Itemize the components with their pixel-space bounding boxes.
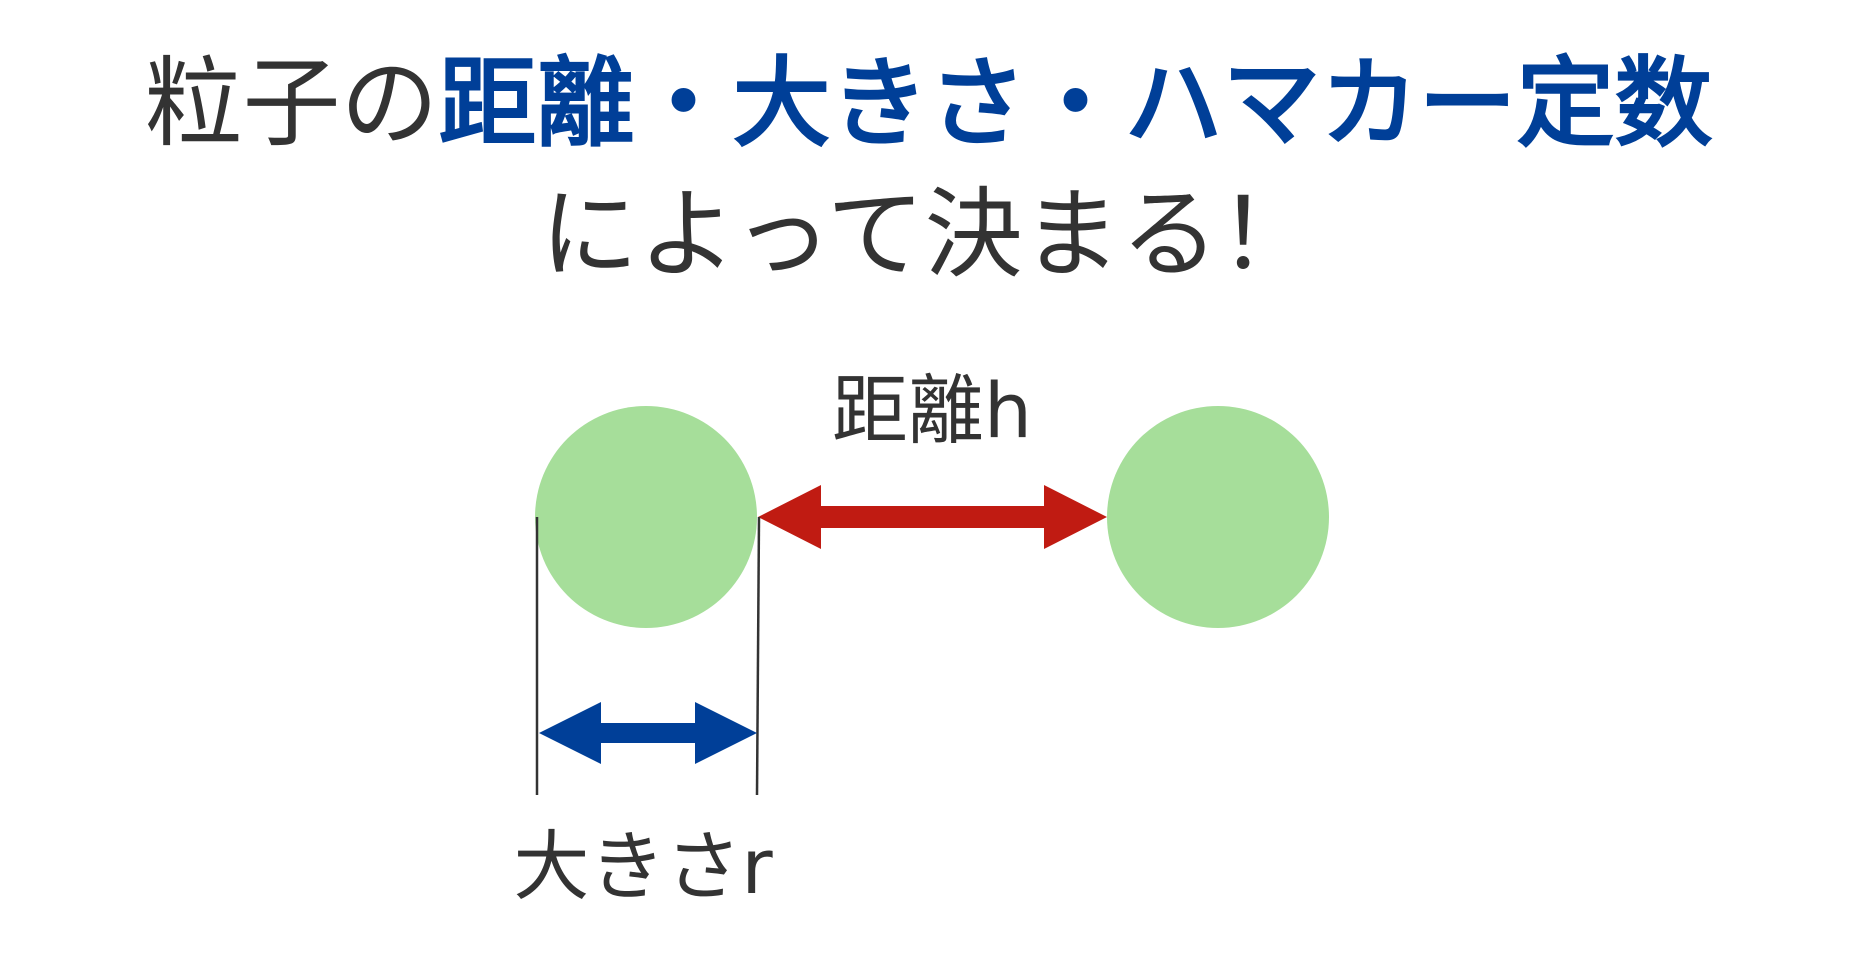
- title-line-1: 粒子の距離・大きさ・ハマカー定数: [0, 55, 1857, 153]
- distance-label: 距離h: [831, 366, 1033, 455]
- size-label: 大きさr: [513, 822, 773, 911]
- title-prefix: 粒子の: [144, 47, 439, 161]
- size-guide-right: [755, 516, 761, 796]
- particle-right: [1107, 406, 1329, 628]
- title-highlight: 距離・大きさ・ハマカー定数: [438, 47, 1713, 161]
- size-arrow: [539, 702, 757, 764]
- distance-arrow: [758, 485, 1107, 549]
- particle-left: [535, 406, 757, 628]
- title-line-2: によって決まる！: [540, 178, 1317, 292]
